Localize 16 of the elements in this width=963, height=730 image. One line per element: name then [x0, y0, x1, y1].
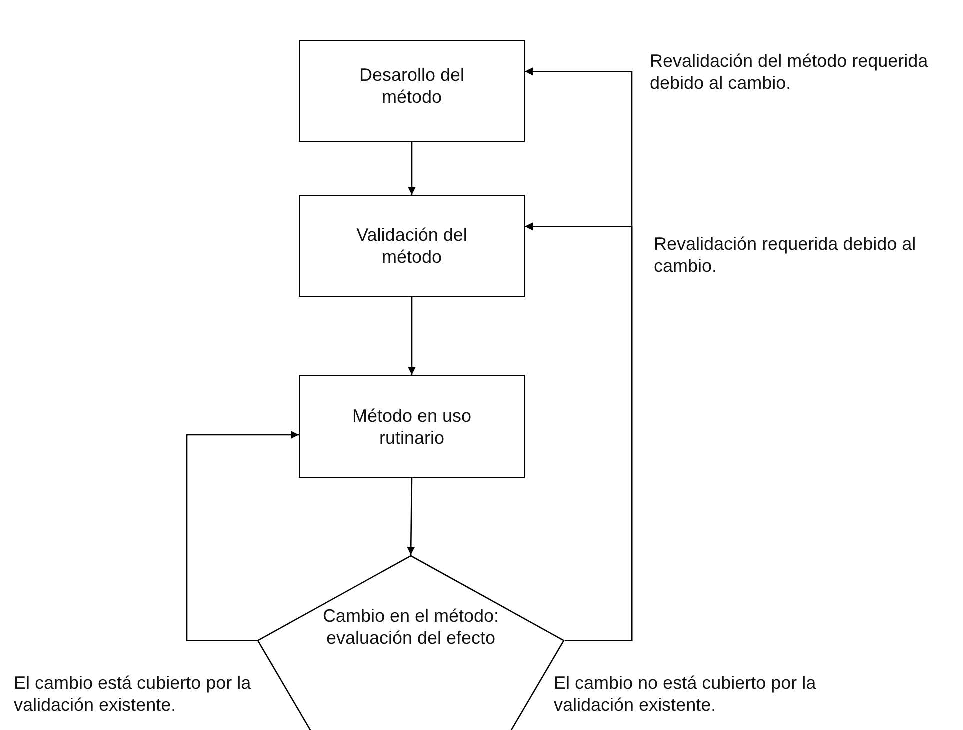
arrow [408, 142, 416, 195]
node-text: Cambio en el método: evaluación del efecto [322, 605, 500, 649]
node-text: Desarollo del método [358, 64, 466, 108]
arrow [525, 222, 633, 642]
arrow [408, 297, 416, 375]
arrow [407, 478, 416, 555]
note-text: Revalidación del método requerida debido al cambio. [650, 50, 930, 94]
arrow [186, 431, 299, 642]
process-box [299, 40, 525, 142]
process-box [299, 195, 525, 297]
note-text: El cambio no está cubierto por la validación existente. [554, 672, 818, 716]
node-text: Validación del método [356, 224, 468, 268]
note-text: Revalidación requerida debido al cambio. [654, 233, 918, 277]
note-text: El cambio está cubierto por la validación existente. [14, 672, 252, 716]
node-text: Método en uso rutinario [351, 404, 473, 448]
process-box [299, 375, 525, 478]
